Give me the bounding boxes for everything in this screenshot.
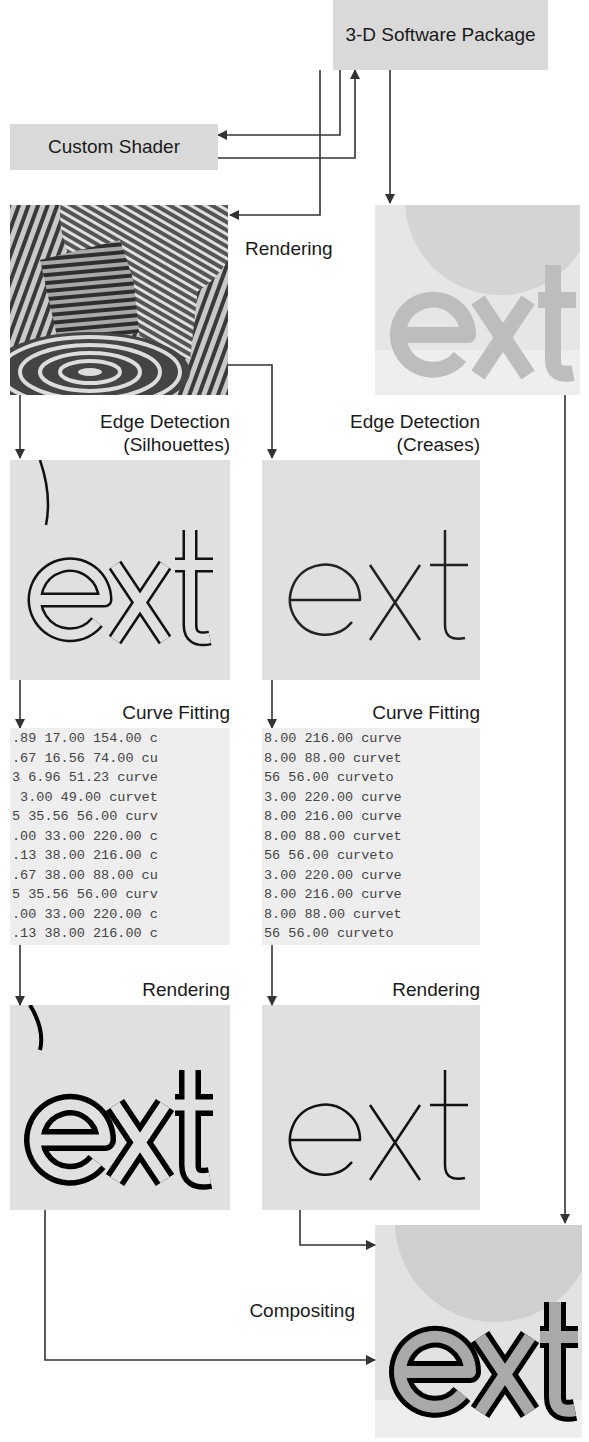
composite-image: Compositing <box>375 1225 582 1438</box>
code-line: 8.00 216.00 curve <box>262 807 480 827</box>
step-heading: Rendering <box>295 979 480 1002</box>
code-line: 56 56.00 curveto <box>262 924 480 944</box>
code-line: .13 38.00 216.00 c <box>10 846 230 866</box>
code-line: 3.00 220.00 curve <box>262 788 480 808</box>
step-heading: Compositing <box>249 1300 355 1323</box>
step-heading: Edge Detection (Creases) <box>295 411 480 457</box>
step-label: Rendering <box>243 238 335 260</box>
code-line: 56 56.00 curveto <box>262 768 480 788</box>
code-line: 8.00 216.00 curve <box>262 729 480 749</box>
stroke-image: Rendering <box>10 1005 230 1210</box>
code-line: 5 35.56 56.00 curv <box>10 807 230 827</box>
code-panel: Curve Fitting.89 17.00 154.00 c.67 16.56… <box>10 728 230 945</box>
stroke-image: Rendering <box>262 1005 480 1210</box>
code-line: 5 35.56 56.00 curv <box>10 885 230 905</box>
code-line: .89 17.00 154.00 c <box>10 729 230 749</box>
code-line: 3 6.96 51.23 curve <box>10 768 230 788</box>
flow-arrow <box>218 70 340 135</box>
code-line: 8.00 88.00 curvet <box>262 749 480 769</box>
code-line: 8.00 88.00 curvet <box>262 905 480 925</box>
code-line: .13 38.00 216.00 c <box>10 924 230 944</box>
code-line: 3.00 49.00 curvet <box>10 788 230 808</box>
flow-arrow <box>271 945 273 1005</box>
software-box: 3-D Software Package <box>333 0 548 70</box>
step-heading: Curve Fitting <box>295 702 480 725</box>
flow-arrow <box>300 1210 375 1245</box>
edge-image: Edge Detection (Silhouettes) <box>10 460 230 680</box>
code-line: .67 16.56 74.00 cu <box>10 749 230 769</box>
code-line: 56 56.00 curveto <box>262 846 480 866</box>
flow-arrow <box>45 1210 375 1360</box>
edge-image: Edge Detection (Creases) <box>262 460 480 680</box>
flow-arrow <box>271 680 273 728</box>
box-label: Custom Shader <box>48 136 180 158</box>
code-panel: Curve Fitting8.00 216.00 curve8.00 88.00… <box>262 728 480 945</box>
code-line: .67 38.00 88.00 cu <box>10 866 230 886</box>
flow-arrow <box>19 680 21 728</box>
flow-arrow <box>19 945 21 1005</box>
flow-arrow <box>218 70 355 158</box>
step-heading: Edge Detection (Silhouettes) <box>45 411 230 457</box>
code-line: 3.00 220.00 curve <box>262 866 480 886</box>
shader-box: Custom Shader <box>10 124 218 170</box>
code-line: 8.00 216.00 curve <box>262 885 480 905</box>
step-heading: Rendering <box>45 979 230 1002</box>
code-line: .00 33.00 220.00 c <box>10 905 230 925</box>
code-line: .00 33.00 220.00 c <box>10 827 230 847</box>
box-label: 3-D Software Package <box>345 24 535 46</box>
code-line: 8.00 88.00 curvet <box>262 827 480 847</box>
step-heading: Curve Fitting <box>45 702 230 725</box>
